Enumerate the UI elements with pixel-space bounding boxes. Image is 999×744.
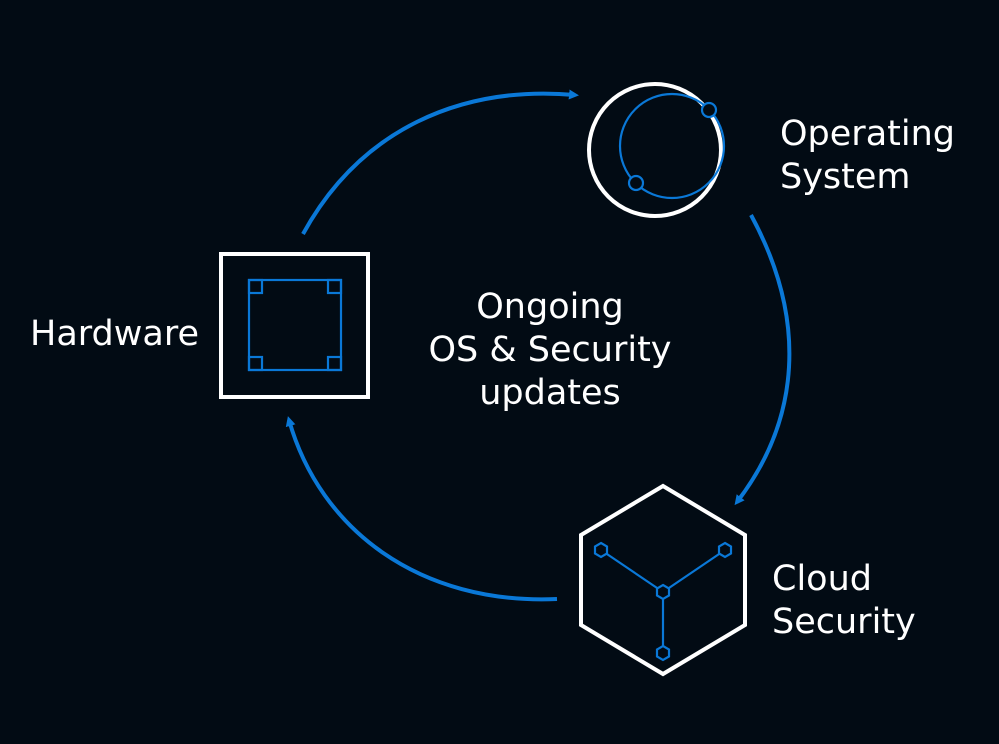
center-label-line2: OS & Security	[428, 330, 672, 370]
hardware-label-line1: Hardware	[30, 314, 199, 354]
os-label-line1: Operating	[780, 114, 955, 154]
cloud-label-line2: Security	[772, 602, 916, 642]
hardware-node-outline	[219, 252, 370, 399]
arrow-cloud-to-hardware	[285, 416, 558, 602]
center-label-line3: updates	[479, 373, 621, 413]
cloud-label: Cloud Security	[772, 558, 916, 644]
cloud-node	[579, 483, 747, 677]
arrow-hardware-to-os	[301, 89, 579, 235]
arrow-os-to-cloud	[734, 214, 792, 506]
os-node	[587, 82, 726, 218]
center-label-line1: Ongoing	[476, 287, 624, 327]
network-hexagon-icon	[593, 541, 733, 662]
hardware-label: Hardware	[30, 313, 199, 356]
os-label-line2: System	[780, 157, 911, 197]
os-label: Operating System	[780, 113, 955, 199]
hardware-node	[219, 252, 370, 399]
chip-square-icon	[247, 278, 343, 372]
cloud-label-line1: Cloud	[772, 559, 872, 599]
center-label: Ongoing OS & Security updates	[395, 286, 705, 415]
cloud-node-outline	[579, 483, 747, 677]
os-ring-icon	[618, 92, 726, 200]
os-node-outline	[587, 82, 723, 218]
